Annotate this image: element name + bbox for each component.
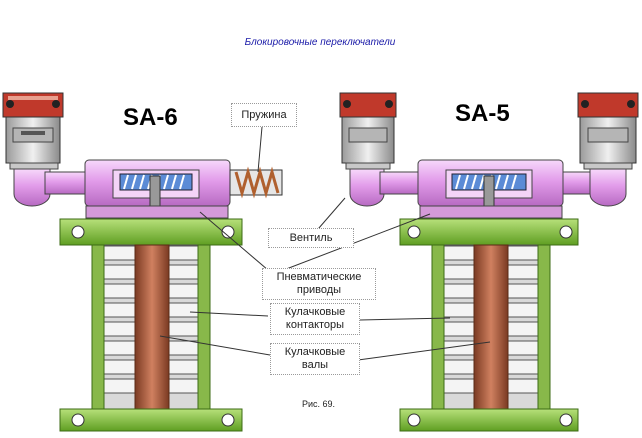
pipe	[379, 171, 421, 195]
page-title: Блокировочные переключатели	[244, 37, 396, 48]
callout-line: Кулачковые	[284, 306, 346, 318]
callout-line: Пневматические	[276, 271, 362, 283]
mounting-hole-icon	[71, 413, 85, 427]
callout-line: Кулачковые	[284, 346, 346, 358]
frame-top	[399, 218, 579, 246]
valve-icon	[577, 92, 639, 207]
callout-cam-contactors: Кулачковые контакторы	[270, 303, 360, 335]
spring-icon	[229, 166, 283, 199]
callout-pneumatic-drives: Пневматические приводы	[262, 268, 376, 300]
switch-unit-sa5	[339, 92, 639, 432]
mounting-hole-icon	[559, 413, 573, 427]
frame-bottom	[399, 408, 579, 432]
mounting-hole-icon	[407, 413, 421, 427]
mounting-hole-icon	[221, 225, 235, 239]
unit-label-sa5: SA-5	[455, 100, 510, 127]
callout-spring: Пружина	[231, 103, 297, 127]
mounting-hole-icon	[221, 413, 235, 427]
callout-cam-shafts: Кулачковые валы	[270, 343, 360, 375]
cam-shaft	[134, 244, 170, 410]
pipe	[44, 171, 86, 195]
unit-label-sa6: SA-6	[123, 104, 178, 131]
frame-top	[59, 218, 243, 246]
frame-bottom	[59, 408, 243, 432]
figure-caption: Рис. 69.	[302, 399, 336, 409]
callout-line: контакторы	[285, 319, 345, 331]
mounting-hole-icon	[559, 225, 573, 239]
mounting-hole-icon	[407, 225, 421, 239]
switch-unit-sa6	[2, 92, 283, 432]
valve-icon	[2, 92, 64, 207]
mounting-hole-icon	[71, 225, 85, 239]
callout-valve: Вентиль	[268, 228, 354, 248]
callout-line: приводы	[296, 284, 342, 296]
cam-shaft	[473, 244, 509, 410]
callout-line: валы	[301, 359, 329, 371]
piston-icon	[84, 159, 231, 219]
valve-icon	[339, 92, 397, 207]
piston-icon	[417, 159, 564, 219]
